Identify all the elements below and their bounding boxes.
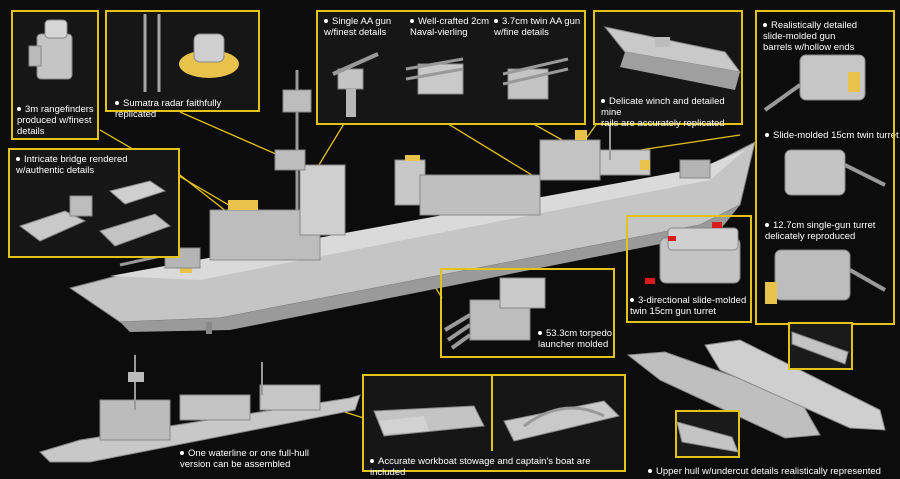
upper-hull-detail-left bbox=[675, 410, 740, 458]
aa-guns-illustration bbox=[332, 52, 569, 117]
upper-hull-detail-right bbox=[788, 322, 853, 370]
radar-illustration bbox=[143, 14, 239, 92]
hull-detail-illustration bbox=[791, 331, 849, 365]
radar-caption: Sumatra radar faithfully replicated bbox=[115, 98, 222, 120]
directional-turret-panel bbox=[626, 215, 752, 323]
turret-panel bbox=[755, 10, 895, 325]
winch-panel: Delicate winch and detailed mine rails a… bbox=[593, 10, 743, 129]
rangefinder-caption: 3m rangefinders produced w/finest detail… bbox=[17, 104, 94, 137]
bullet-icon bbox=[765, 133, 769, 138]
winch-caption: Delicate winch and detailed mine rails a… bbox=[601, 96, 725, 129]
torpedo-caption: 53.3cm torpedo launcher molded bbox=[538, 328, 613, 350]
bridge-caption: Intricate bridge rendered w/authentic de… bbox=[16, 154, 128, 176]
bullet-icon bbox=[648, 469, 652, 474]
rangefinder-illustration bbox=[28, 19, 73, 80]
bullet-icon bbox=[370, 459, 374, 464]
bullet-icon bbox=[494, 19, 498, 24]
directional-caption: 3-directional slide-molded twin 15cm gun… bbox=[630, 295, 747, 317]
single-aa-caption: Single AA gun w/finest details bbox=[324, 16, 392, 38]
bullet-icon bbox=[765, 223, 769, 228]
bullet-icon bbox=[16, 157, 20, 162]
torpedo-panel bbox=[440, 268, 615, 358]
vierling-caption: Well-crafted 2cm Naval-vierling bbox=[410, 16, 490, 38]
single-turret-caption: 12.7cm single-gun turret delicately repr… bbox=[765, 220, 876, 242]
bullet-icon bbox=[601, 99, 605, 104]
workboat-panel: Accurate workboat stowage and captain's … bbox=[362, 374, 626, 478]
bullet-icon bbox=[115, 101, 119, 106]
barrels-caption: Realistically detailed slide-molded gun … bbox=[763, 20, 858, 53]
hull-detail-illustration bbox=[677, 421, 738, 453]
bullet-icon bbox=[763, 23, 767, 28]
waterline-caption: One waterline or one full-hull version c… bbox=[180, 448, 309, 470]
bullet-icon bbox=[17, 107, 21, 112]
winch-illustration bbox=[603, 26, 741, 90]
bullet-icon bbox=[410, 19, 414, 24]
twin-aa-caption: 3.7cm twin AA gun w/fine details bbox=[494, 16, 581, 38]
radar-panel: Sumatra radar faithfully replicated bbox=[105, 10, 260, 120]
workboat-caption: Accurate workboat stowage and captain's … bbox=[370, 456, 591, 478]
torpedo-launcher bbox=[443, 277, 546, 350]
bullet-icon bbox=[180, 451, 184, 456]
aa-guns-panel: Single AA gun w/finest details Well-craf… bbox=[316, 10, 586, 125]
main-ship-model bbox=[68, 70, 756, 334]
bullet-icon bbox=[630, 298, 634, 303]
bullet-icon bbox=[324, 19, 328, 24]
twin-turret-caption: Slide-molded 15cm twin turret bbox=[765, 130, 899, 141]
rangefinder-panel: 3m rangefinders produced w/finest detail… bbox=[11, 10, 99, 140]
workboat-illustration bbox=[373, 376, 620, 451]
bridge-illustration bbox=[18, 180, 172, 247]
bridge-panel: Intricate bridge rendered w/authentic de… bbox=[8, 148, 180, 258]
waterline-ship-model bbox=[39, 355, 361, 463]
turret-parts bbox=[645, 54, 886, 304]
upper-hull-caption: Upper hull w/undercut details realistica… bbox=[648, 466, 881, 477]
bullet-icon bbox=[538, 331, 542, 336]
